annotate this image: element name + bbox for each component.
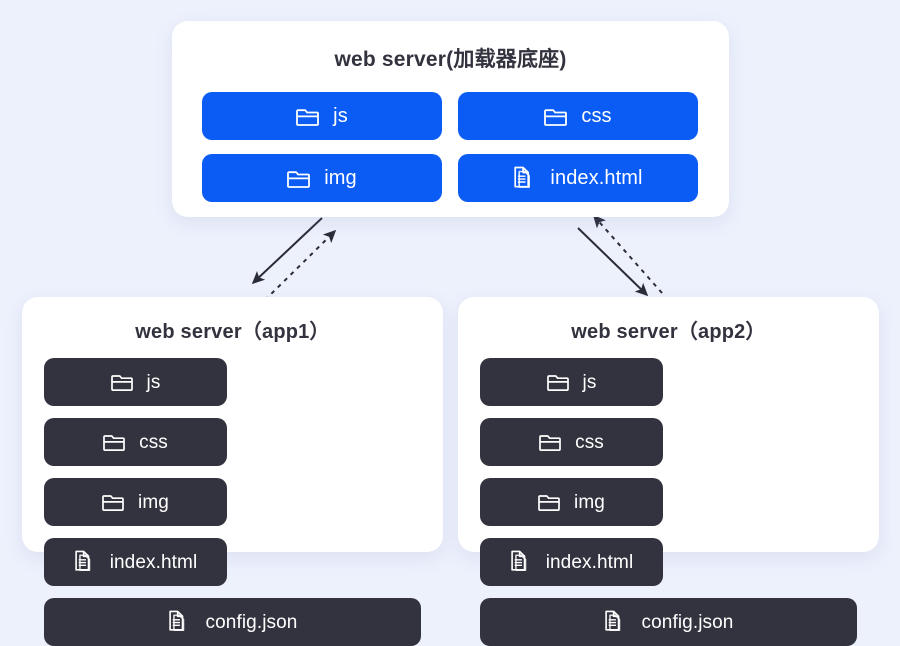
chip-label: css xyxy=(139,431,168,453)
chip-config-json[interactable]: config.json xyxy=(480,598,857,646)
chip-label: index.html xyxy=(109,551,198,573)
web-server-app1-card: web server（app1） js css xyxy=(22,297,443,646)
chip-config-json[interactable]: config.json xyxy=(44,598,421,646)
folder-icon xyxy=(544,106,568,127)
chip-img[interactable]: img xyxy=(202,154,442,202)
chip-index-html[interactable]: index.html xyxy=(480,538,663,586)
chip-label: index.html xyxy=(550,167,643,189)
connector-top-to-app1-solid xyxy=(251,217,323,285)
chip-label: js xyxy=(582,371,597,393)
web-server-app2-card: web server（app2） js css xyxy=(458,297,879,646)
chip-label: js xyxy=(146,371,161,393)
folder-icon xyxy=(103,432,125,452)
chip-js[interactable]: js xyxy=(480,358,663,406)
chip-js[interactable]: js xyxy=(44,358,227,406)
chip-grid-app2: js css img xyxy=(458,344,879,646)
folder-icon xyxy=(287,168,311,189)
chip-label: img xyxy=(574,491,605,513)
card-title-top: web server(加载器底座) xyxy=(334,48,567,71)
folder-icon xyxy=(296,106,320,127)
file-icon xyxy=(74,550,96,574)
folder-icon xyxy=(546,372,569,392)
chip-img[interactable]: img xyxy=(480,478,663,526)
chip-js[interactable]: js xyxy=(202,92,442,140)
chip-css[interactable]: css xyxy=(480,418,663,466)
file-icon xyxy=(604,610,626,634)
chip-label: css xyxy=(575,431,604,453)
chip-label: config.json xyxy=(205,611,298,633)
chip-index-html[interactable]: index.html xyxy=(44,538,227,586)
diagram-canvas: web server(加载器底座) js css xyxy=(22,21,879,646)
chip-label: index.html xyxy=(545,551,634,573)
chip-css[interactable]: css xyxy=(44,418,227,466)
chip-label: css xyxy=(581,105,612,127)
chip-index-html[interactable]: index.html xyxy=(458,154,698,202)
folder-icon xyxy=(538,492,560,512)
chip-label: img xyxy=(138,491,169,513)
chip-css[interactable]: css xyxy=(458,92,698,140)
chip-grid-top: js css img xyxy=(172,73,729,202)
chip-img[interactable]: img xyxy=(44,478,227,526)
file-icon xyxy=(168,610,190,634)
connector-top-to-app2-solid xyxy=(577,227,649,297)
connector-app2-to-top-dashed xyxy=(592,214,663,294)
folder-icon xyxy=(102,492,124,512)
folder-icon xyxy=(110,372,133,392)
chip-label: js xyxy=(333,105,348,127)
card-title-app2: web server（app2） xyxy=(571,321,766,343)
chip-grid-app1: js css img xyxy=(22,344,443,646)
folder-icon xyxy=(539,432,561,452)
chip-label: config.json xyxy=(641,611,734,633)
file-icon xyxy=(510,550,532,574)
file-icon xyxy=(513,166,536,191)
card-title-app1: web server（app1） xyxy=(135,321,330,343)
connector-app1-to-top-dashed xyxy=(264,229,337,301)
chip-label: img xyxy=(324,167,357,189)
web-server-base-card: web server(加载器底座) js css xyxy=(172,21,729,217)
